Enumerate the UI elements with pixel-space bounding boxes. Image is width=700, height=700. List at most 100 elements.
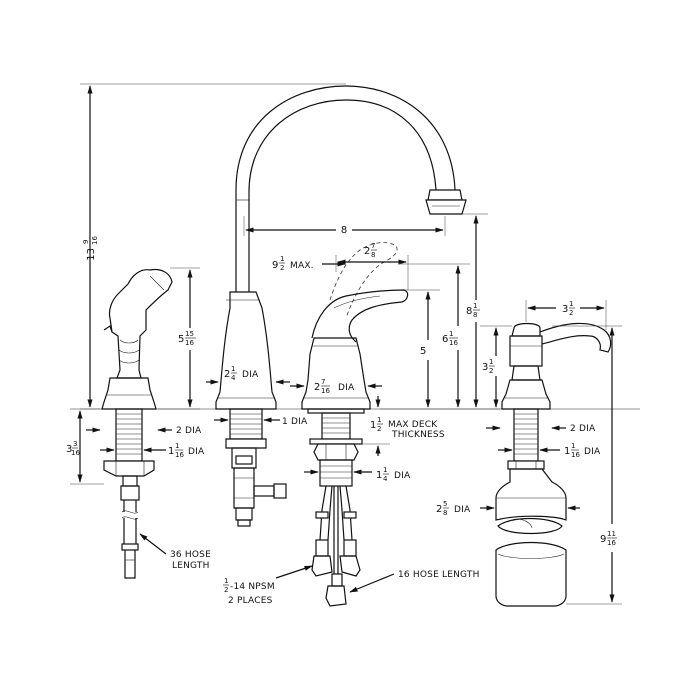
svg-text:5: 5 [443, 500, 447, 508]
label-deck-thickness: 1 1 2 MAX DECK THICKNESS [370, 416, 445, 440]
label-spout-reach: 8 [341, 225, 347, 236]
label-bottle-dia: 2 5 8 DIA [436, 500, 471, 517]
soap-dispenser [495, 322, 612, 607]
svg-text:1: 1 [569, 300, 573, 308]
svg-text:3: 3 [562, 304, 568, 315]
label-spout-outlet-height: 8 1 8 [466, 302, 480, 319]
svg-text:16: 16 [449, 339, 458, 347]
label-soap-spout-reach: 3 1 2 [562, 300, 575, 317]
valve-lower-threads [320, 465, 352, 479]
svg-text:2: 2 [280, 264, 284, 272]
svg-text:1: 1 [564, 446, 570, 457]
svg-text:1: 1 [449, 330, 453, 338]
svg-text:MAX DECK: MAX DECK [388, 420, 438, 430]
svg-text:DIA: DIA [584, 447, 601, 457]
svg-text:DIA: DIA [394, 471, 411, 481]
label-soap-shank-dia: 1 1 16 DIA [564, 442, 601, 459]
svg-text:16: 16 [175, 451, 184, 459]
svg-text:3: 3 [66, 444, 72, 455]
svg-text:15: 15 [185, 330, 194, 338]
label-soap-total-height: 9 11 16 [600, 530, 617, 547]
svg-text:8: 8 [466, 306, 472, 317]
svg-text:5: 5 [178, 334, 184, 345]
svg-text:1: 1 [231, 365, 235, 373]
label-spout-clearance: 9 1 2 MAX. [272, 255, 314, 272]
svg-text:13: 13 [86, 248, 97, 261]
dimension-labels: 13 9 16 8 9 1 2 MAX. 5 15 16 3 3 16 2 DI… [66, 225, 617, 606]
svg-text:36 HOSE: 36 HOSE [170, 550, 211, 560]
svg-text:9: 9 [272, 260, 278, 271]
side-spray [101, 268, 173, 579]
label-handle-height: 5 [420, 346, 426, 357]
svg-text:1: 1 [370, 420, 376, 431]
valve-threads [322, 417, 350, 434]
label-faucet-shank-dia: 1 DIA [282, 417, 308, 427]
svg-text:1: 1 [376, 470, 382, 481]
svg-text:1: 1 [473, 302, 477, 310]
svg-text:1: 1 [280, 255, 284, 263]
label-soap-base-dia: 2 DIA [570, 424, 596, 434]
label-spray-shank-length: 3 3 16 [66, 440, 80, 457]
svg-text:16: 16 [607, 539, 616, 547]
svg-text:1: 1 [175, 442, 179, 450]
faucet-threads [230, 413, 262, 435]
svg-text:2: 2 [436, 504, 442, 515]
svg-text:1: 1 [168, 446, 174, 457]
svg-text:2: 2 [364, 246, 370, 257]
svg-text:1: 1 [489, 358, 493, 366]
svg-text:1: 1 [377, 416, 381, 424]
svg-text:4: 4 [383, 475, 388, 483]
svg-text:16: 16 [91, 236, 99, 245]
label-hose-36: 36 HOSE LENGTH [170, 550, 211, 571]
svg-text:DIA: DIA [338, 383, 355, 393]
svg-text:7: 7 [321, 378, 325, 386]
label-overall-height: 13 9 16 [82, 235, 99, 261]
main-faucet [215, 85, 467, 527]
handle-valve [301, 242, 409, 607]
svg-text:2: 2 [569, 309, 573, 317]
label-soap-height: 3 1 2 [482, 358, 495, 375]
svg-text:-14 NPSM: -14 NPSM [230, 582, 275, 592]
svg-text:2 PLACES: 2 PLACES [228, 596, 273, 606]
svg-text:8: 8 [473, 311, 477, 319]
label-handle-reach: 2 7 8 [364, 242, 377, 259]
dimension-lines [70, 83, 622, 605]
svg-text:8: 8 [371, 251, 375, 259]
label-spray-base-dia: 2 DIA [176, 426, 202, 436]
svg-text:THICKNESS: THICKNESS [391, 430, 445, 440]
svg-text:3: 3 [482, 362, 488, 373]
svg-text:6: 6 [442, 334, 448, 345]
svg-text:3: 3 [73, 440, 77, 448]
svg-text:2: 2 [377, 425, 381, 433]
svg-text:MAX.: MAX. [290, 261, 314, 271]
svg-text:16: 16 [185, 339, 194, 347]
label-npsm: 1 2 -14 NPSM 2 PLACES [223, 577, 275, 606]
svg-text:11: 11 [607, 530, 616, 538]
label-spray-height: 5 15 16 [178, 330, 196, 347]
spray-threads [116, 413, 142, 455]
svg-text:DIA: DIA [188, 447, 205, 457]
svg-text:4: 4 [231, 374, 236, 382]
svg-text:2: 2 [314, 382, 320, 393]
svg-text:1: 1 [383, 466, 387, 474]
svg-text:2: 2 [224, 369, 230, 380]
label-handle-shank-dia: 1 1 4 DIA [376, 466, 411, 483]
svg-text:16: 16 [571, 451, 580, 459]
svg-text:1: 1 [571, 442, 575, 450]
label-handle-max-height: 6 1 16 [442, 330, 458, 347]
svg-text:9: 9 [82, 240, 90, 244]
soap-threads [514, 413, 538, 455]
svg-text:LENGTH: LENGTH [172, 561, 210, 571]
svg-text:16: 16 [321, 387, 330, 395]
svg-text:2: 2 [224, 586, 228, 594]
svg-text:16: 16 [71, 449, 80, 457]
label-hose-16: 16 HOSE LENGTH [398, 570, 480, 580]
svg-text:DIA: DIA [454, 505, 471, 515]
svg-text:7: 7 [371, 242, 375, 250]
svg-text:9: 9 [600, 534, 606, 545]
label-handle-base-dia: 2 7 16 DIA [314, 378, 355, 395]
svg-text:2: 2 [489, 367, 493, 375]
label-faucet-base-dia: 2 1 4 DIA [224, 365, 259, 382]
